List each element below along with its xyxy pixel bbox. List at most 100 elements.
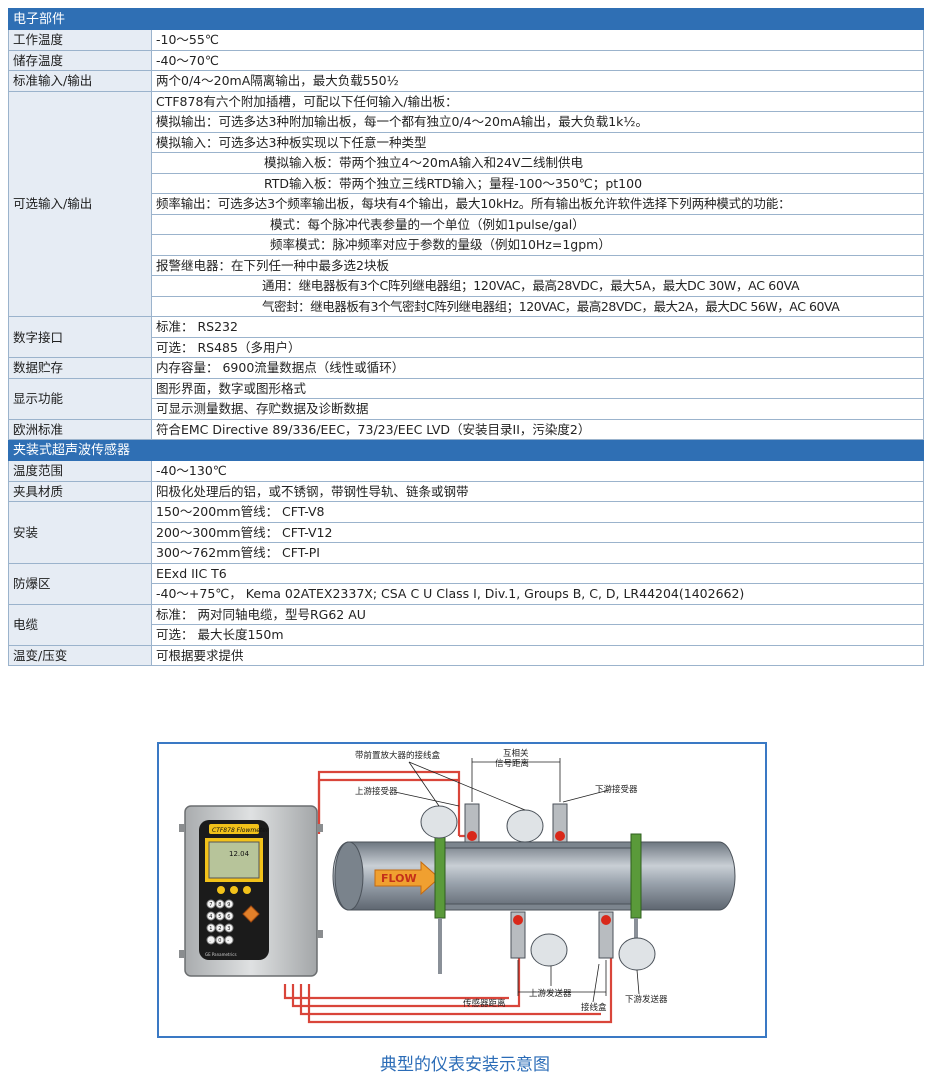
table-row: 欧洲标准 符合EMC Directive 89/336/EEC，73/23/EE… [8,418,924,440]
row-label: 可选输入/输出 [8,90,152,317]
keypad-key[interactable] [215,899,225,909]
leader-line [394,791,460,807]
transducers [420,803,656,971]
table-row: 频率输出：可选多达3个频率输出板，每块有4个输出，最大10kHz。所有输出板允许… [9,193,924,215]
label-jbox-top: 带前置放大器的接线盒 [355,750,441,761]
keypad-key-label: . [209,938,211,944]
keypad-key-label: - [227,938,229,944]
table-row: 模拟输入板：带两个独立4～20mA输入和24V二线制供电 [9,152,924,174]
diagram-svg: FLOW [179,748,736,1024]
cable-line [299,984,601,1016]
spec-table: 电子部件 工作温度 -10～55℃ 储存温度 -40～70℃ 标准输入/输出 两… [8,8,924,666]
table-row: 可选： RS485（多用户） [9,336,924,358]
keypad-key[interactable] [206,935,216,945]
section-title: 夹装式超声波传感器 [8,439,924,461]
junction-box [506,809,544,843]
label-up-receiver: 上游接受器 [355,786,398,797]
transducer-marker [513,915,523,925]
row-value: -40～130℃ [151,460,924,482]
flow-arrow [374,860,440,896]
label-spacing-top: 互相关信号距离 [495,748,529,769]
clamp-right [630,833,642,919]
device-brand: GE Panametrics [205,952,237,957]
table-row: 显示功能 图形界面，数字或图形格式 [8,377,924,420]
row-value: 图形界面，数字或图形格式 [151,377,924,399]
table-row: 数据贮存 内存容量： 6900流量数据点（线性或循环） [8,357,924,379]
up-transmitter [510,911,568,967]
cable-line [283,984,509,1000]
row-label: 安装 [8,501,152,564]
row-value: 标准： 两对同轴电缆，型号RG62 AU [151,603,924,625]
leader-line [562,789,610,803]
keypad-key-label: 6 [227,914,230,920]
cable-gland [179,950,185,958]
row-label: 储存温度 [8,49,152,71]
label-line: 信号距离 [495,758,529,769]
rail-top [438,841,640,849]
row-value: EExd IIC T6 [151,562,924,584]
table-row: 数字接口 标准： RS232 [8,316,924,358]
transducer-marker [601,915,611,925]
row-label: 数据贮存 [8,357,152,379]
keypad-key[interactable] [215,911,225,921]
cable-lines [283,770,613,1024]
keypad-key-label: 8 [218,902,221,908]
keypad-key[interactable] [224,899,234,909]
keypad-key[interactable] [206,911,216,921]
table-row: 模式：每个脉冲代表参量的一个单位（例如1pulse/gal） [9,213,924,235]
keypad-key-label: 4 [209,914,212,920]
row-value: 报警继电器：在下列任一种中最多选2块板 [151,254,924,276]
device-title-plate [209,824,259,834]
table-row: 气密封：继电器板有3个气密封C阵列继电器组；120VAC，最高28VDC，最大2… [9,295,924,317]
table-row: 200～300mm管线： CFT-V12 [9,521,924,543]
row-value: -40～70℃ [151,49,924,71]
leader-line [636,969,640,995]
keypad-key[interactable] [215,923,225,933]
transducer-marker [555,831,565,841]
keypad-key[interactable] [224,911,234,921]
table-row: 可选输入/输出 CTF878有六个附加插槽，可配以下任何输入/输出板： [8,90,924,317]
table-row: 通用：继电器板有3个C阵列继电器组；120VAC，最高28VDC，最大5A，最大… [9,275,924,297]
row-value: 两个0/4～20mA隔离输出，最大负载550½ [151,70,924,92]
transducer-marker [467,831,477,841]
row-value: 阳极化处理后的铝，或不锈钢，带钢性导轨、链条或钢带 [151,480,924,502]
keypad-key-label: 2 [218,926,221,932]
row-value: 频率模式：脉冲频率对应于参数的量级（例如10Hz=1gpm） [151,234,924,256]
keypad-key[interactable] [224,923,234,933]
keypad-key[interactable] [224,935,234,945]
table-row: 300～762mm管线： CFT-PI [9,542,924,564]
table-row: 夹具材质 阳极化处理后的铝，或不锈钢，带钢性导轨、链条或钢带 [8,480,924,502]
device-title: CTF878 Flowmeter [212,827,269,834]
row-label: 工作温度 [8,29,152,51]
function-key[interactable] [230,886,238,894]
row-value: 300～762mm管线： CFT-PI [151,542,924,564]
row-value: 可选： 最大长度150m [151,624,924,646]
junction-box [420,805,458,839]
function-key[interactable] [243,886,251,894]
table-row: 防爆区 EExd IIC T6 [8,562,924,605]
lcd-value: 12.04 [229,850,250,858]
installation-diagram: FLOW [157,742,767,1038]
label-down-transmitter: 下游发送器 [625,994,668,1005]
keypad-key[interactable] [206,899,216,909]
row-value: -40～+75℃， Kema 02ATEX2337X; CSA C U Clas… [151,583,924,605]
label-line: 互相关 [503,748,529,759]
cable-line [307,954,613,1024]
label-down-receiver: 下游接受器 [595,784,638,795]
down-receiver [506,803,568,843]
lcd-screen [208,841,260,879]
junction-box [618,937,656,971]
table-row: 工作温度 -10～55℃ [8,29,924,51]
table-row: 储存温度 -40～70℃ [8,49,924,71]
keypad-key-label: 0 [218,938,221,944]
table-row: 标准输入/输出 两个0/4～20mA隔离输出，最大负载550½ [8,70,924,92]
up-receiver [420,803,480,843]
leader-line [408,761,440,807]
function-key[interactable] [217,886,225,894]
keypad-key[interactable] [206,923,216,933]
section-header-electronics: 电子部件 [8,8,924,30]
nav-diamond[interactable] [242,905,260,923]
row-label: 温度范围 [8,460,152,482]
keypad-key[interactable] [215,935,225,945]
